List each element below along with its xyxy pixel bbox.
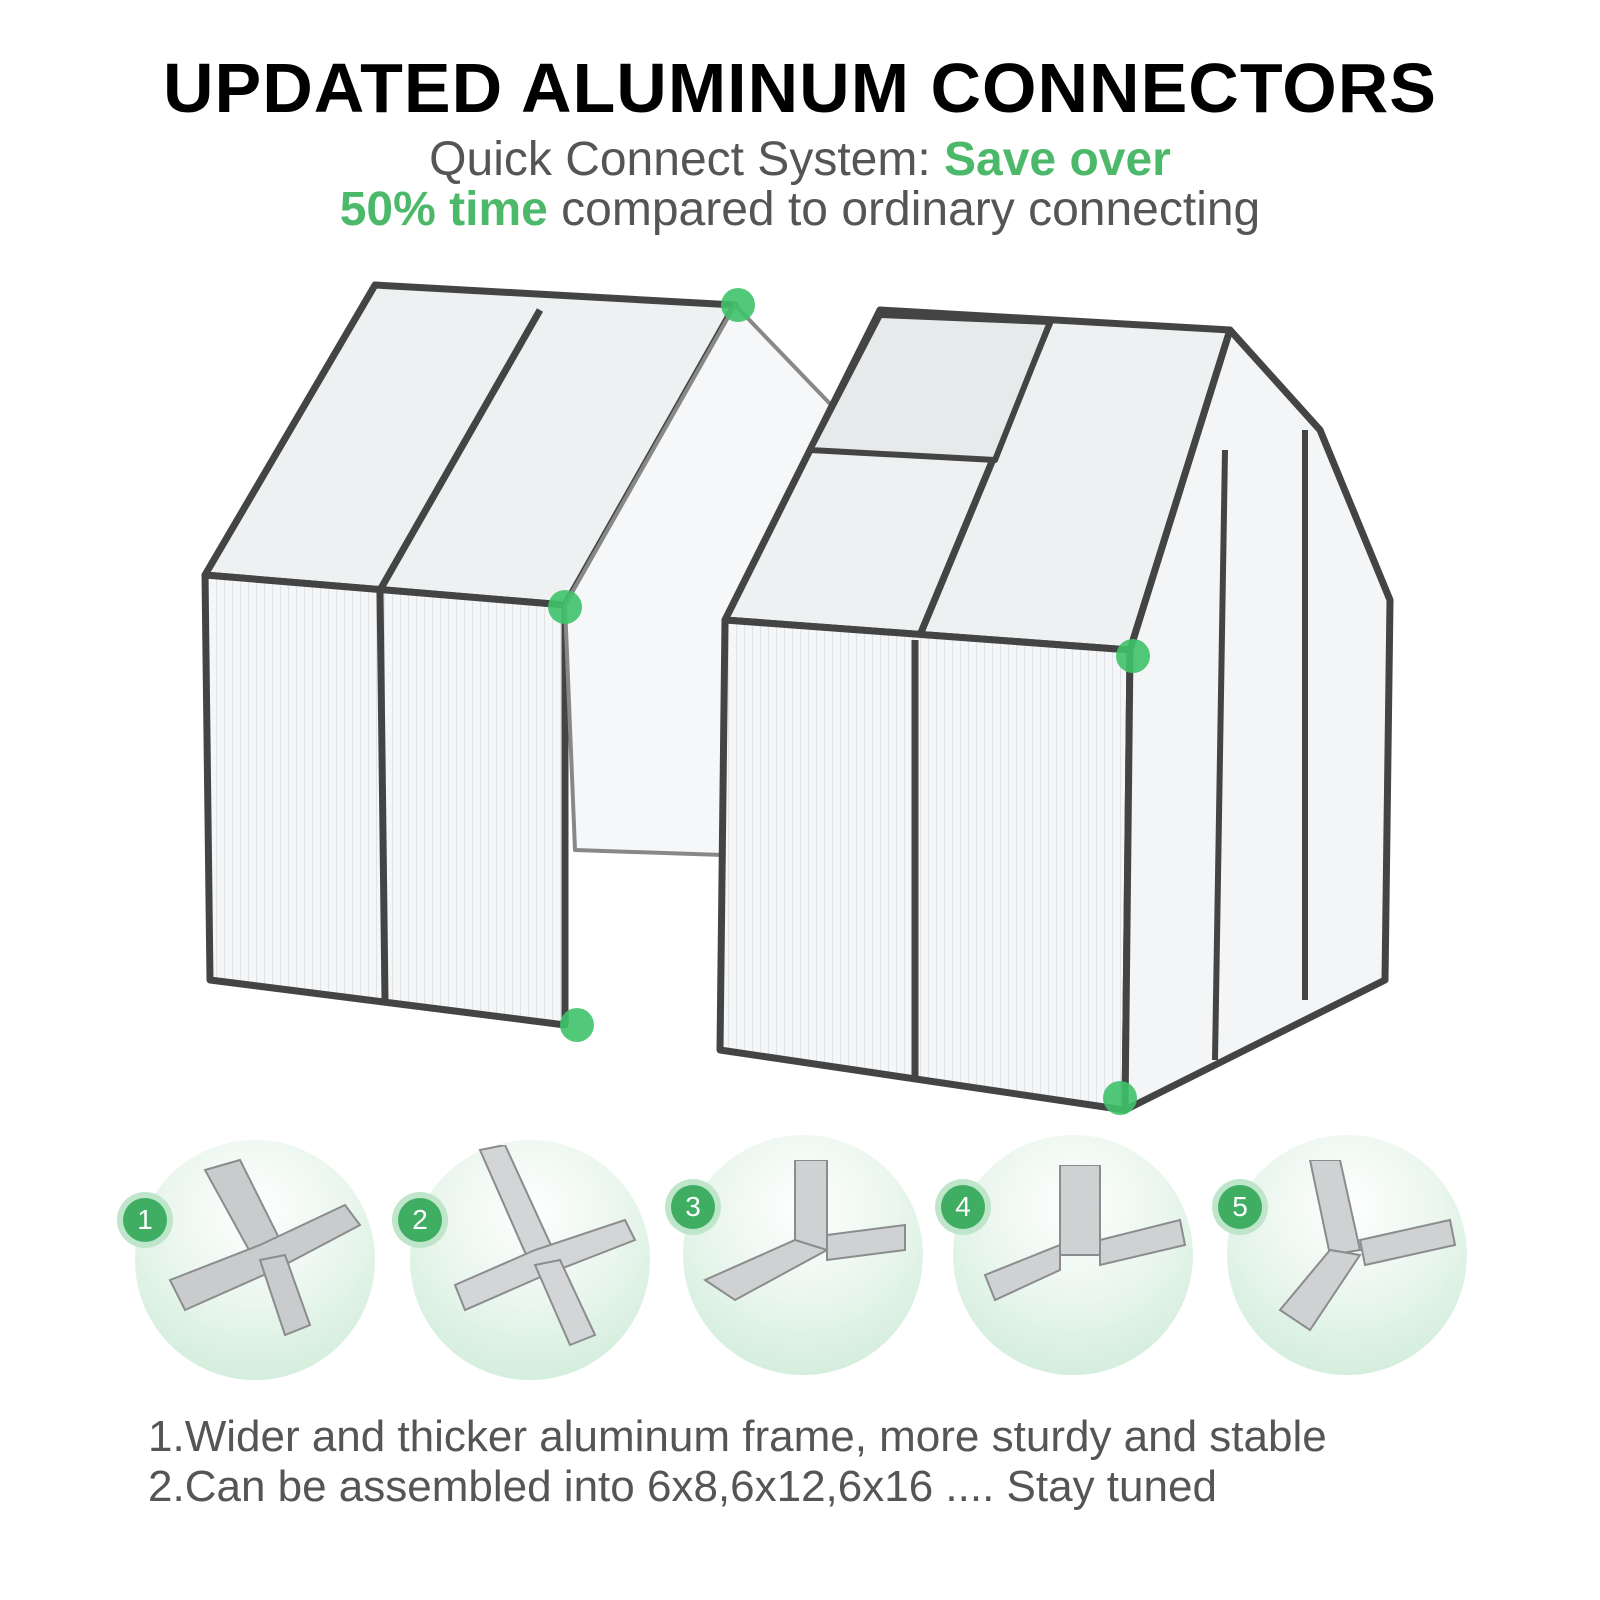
- subtitle-line-1: Quick Connect System: Save over: [0, 134, 1600, 186]
- connector-number-badge: 4: [941, 1185, 985, 1229]
- connector-number-badge: 5: [1218, 1185, 1262, 1229]
- feature-note-2: 2.Can be assembled into 6x8,6x12,6x16 ..…: [148, 1462, 1217, 1511]
- subtitle-highlight: Save over: [944, 133, 1171, 186]
- connector-number-badge: 1: [123, 1198, 167, 1242]
- connector-marker: [560, 1008, 594, 1042]
- subtitle-plain: compared to ordinary connecting: [547, 183, 1261, 236]
- page-title: UPDATED ALUMINUM CONNECTORS: [162, 49, 1437, 127]
- tee-angle-connector-image: [1278, 1160, 1457, 1332]
- cross-connector-image: [168, 1158, 362, 1337]
- connector-markers: [548, 288, 1150, 1115]
- feature-notes: 1.Wider and thicker aluminum frame, more…: [148, 1412, 1327, 1512]
- feature-note-1: 1.Wider and thicker aluminum frame, more…: [148, 1412, 1327, 1461]
- subtitle-plain: Quick Connect System:: [429, 133, 945, 186]
- connector-number-badge: 2: [398, 1198, 442, 1242]
- cross-connector-image: [453, 1145, 637, 1347]
- connector-marker: [1103, 1081, 1137, 1115]
- subtitle-highlight: 50% time: [339, 183, 548, 236]
- connector-marker: [548, 590, 582, 624]
- tee-connector-image: [983, 1165, 1187, 1302]
- connector-number-badge: 3: [671, 1185, 715, 1229]
- connector-marker: [721, 288, 755, 322]
- connector-marker: [1116, 639, 1150, 673]
- greenhouse-illustration: [201, 281, 1394, 1115]
- tee-angle-connector-image: [702, 1160, 906, 1302]
- subtitle-line-2: 50% time compared to ordinary connecting: [0, 184, 1600, 236]
